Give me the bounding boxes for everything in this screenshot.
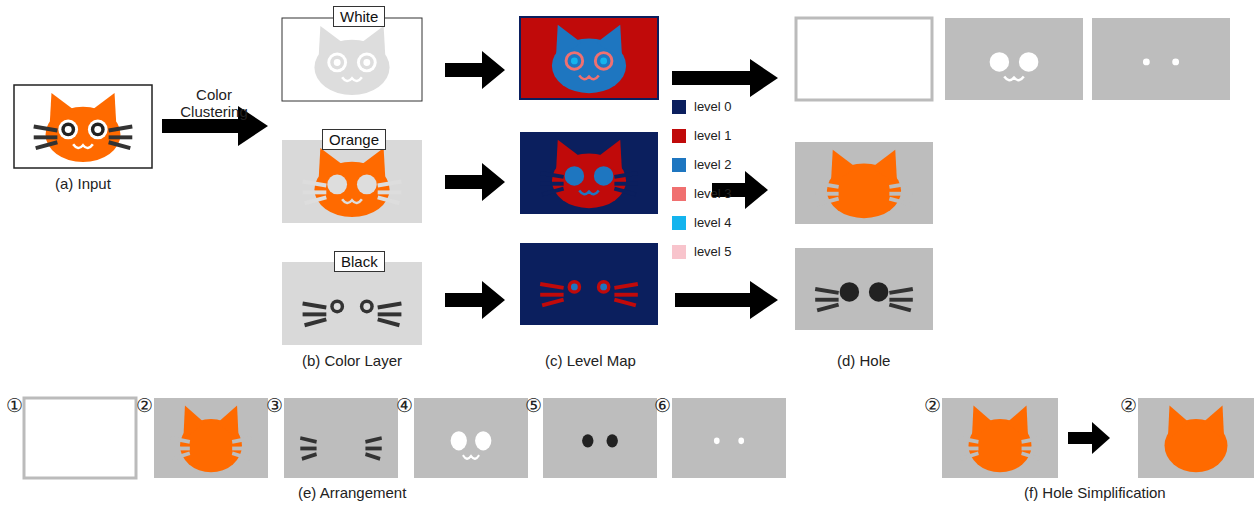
legend-item: level 2 — [672, 157, 732, 172]
legend-swatch — [672, 187, 686, 201]
layer-name: White — [340, 8, 378, 25]
layer-tag: Orange — [322, 129, 386, 150]
legend-swatch — [672, 158, 686, 172]
panel-caption: (c) Level Map — [545, 352, 636, 369]
legend-text: level 4 — [694, 215, 732, 230]
legend-item: level 4 — [672, 215, 732, 230]
panel-caption: (a) Input — [55, 175, 111, 192]
callout-number: ② — [1120, 394, 1137, 417]
legend-text: level 0 — [694, 99, 732, 114]
legend-text: level 2 — [694, 157, 732, 172]
layer-name: Black — [341, 253, 378, 270]
callout-number: ③ — [266, 394, 283, 417]
legend-item: level 5 — [672, 244, 732, 259]
legend-item: level 3 — [672, 186, 732, 201]
panel-caption: (f) Hole Simplification — [1024, 484, 1166, 501]
layer-tag: White — [333, 6, 385, 27]
arrow-label: Color Clustering — [166, 86, 262, 120]
callout-number: ② — [136, 394, 153, 417]
callout-number: ⑥ — [654, 394, 671, 417]
legend-swatch — [672, 129, 686, 143]
legend-text: level 5 — [694, 244, 732, 259]
panel-caption: (b) Color Layer — [302, 352, 402, 369]
legend-text: level 1 — [694, 128, 732, 143]
panel-caption: (e) Arrangement — [298, 484, 406, 501]
legend-swatch — [672, 216, 686, 230]
callout-number: ① — [6, 394, 23, 417]
legend-swatch — [672, 245, 686, 259]
legend-swatch — [672, 100, 686, 114]
callout-number: ② — [924, 394, 941, 417]
legend-item: level 1 — [672, 128, 732, 143]
callout-number: ④ — [396, 394, 413, 417]
callout-number: ⑤ — [525, 394, 542, 417]
layer-name: Orange — [329, 131, 379, 148]
legend-item: level 0 — [672, 99, 732, 114]
legend-text: level 3 — [694, 186, 732, 201]
layer-tag: Black — [334, 251, 385, 272]
panel-caption: (d) Hole — [837, 352, 890, 369]
